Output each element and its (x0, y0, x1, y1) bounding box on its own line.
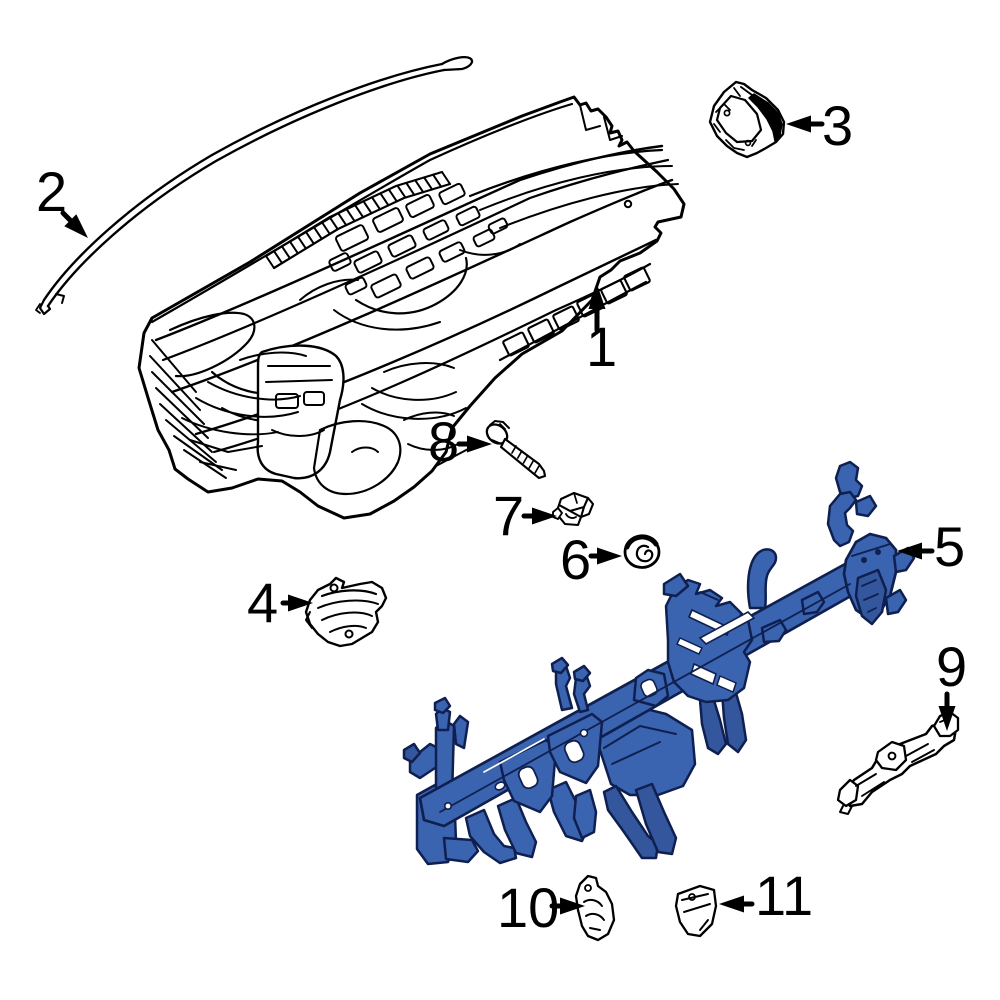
svg-text:4: 4 (247, 571, 278, 634)
svg-text:6: 6 (560, 528, 591, 591)
svg-text:9: 9 (936, 635, 967, 698)
svg-text:5: 5 (934, 515, 965, 578)
svg-text:11: 11 (755, 864, 813, 927)
svg-text:10: 10 (497, 876, 559, 939)
svg-text:3: 3 (822, 94, 853, 157)
svg-text:1: 1 (586, 315, 617, 378)
svg-text:8: 8 (428, 410, 459, 473)
svg-text:7: 7 (493, 484, 524, 547)
